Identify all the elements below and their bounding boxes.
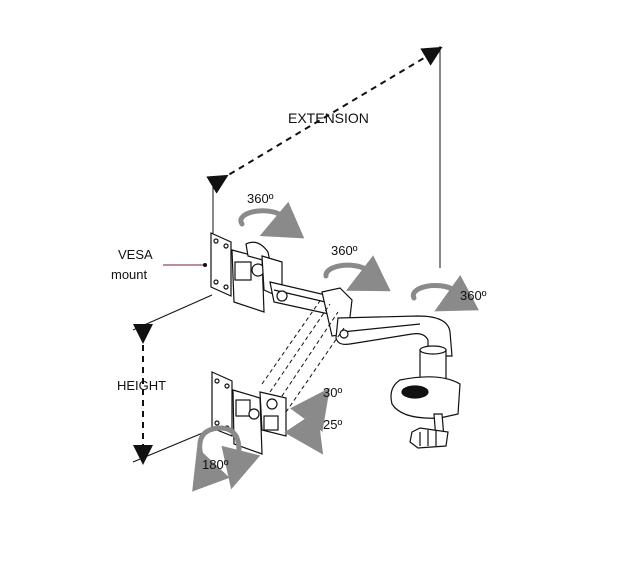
height-top-tick: [132, 294, 213, 331]
vesa-pointer-dot: [203, 263, 207, 267]
rotation-label-bottom: 180º: [202, 457, 229, 472]
extension-arrow: [206, 46, 443, 194]
vesa-plate-lower: [211, 371, 287, 455]
rotation-arrow-right: [410, 274, 480, 312]
rotation-label-right: 360º: [460, 288, 487, 303]
rotation-arrow-bottom: [192, 425, 261, 492]
rotation-label-top-mid: 360º: [331, 243, 358, 258]
main-arm: [335, 315, 453, 357]
tilt-down-label: 25º: [323, 417, 343, 432]
vesa-plate-upper: [210, 232, 283, 313]
pole-and-clamp: [390, 345, 461, 449]
tilt-arrow: [284, 387, 330, 455]
height-dimension: [132, 294, 213, 465]
vesa-label-line1: VESA: [118, 247, 153, 262]
extension-dimension: [206, 46, 443, 268]
rotation-label-top-left: 360º: [247, 191, 274, 206]
extension-label: EXTENSION: [288, 110, 369, 126]
height-label: HEIGHT: [117, 378, 167, 393]
rotation-arrow-top-mid: [323, 255, 391, 292]
vesa-label-line2: mount: [111, 267, 148, 282]
rotation-arrow-top-left: [238, 201, 305, 239]
tilt-up-label: 30º: [323, 385, 343, 400]
